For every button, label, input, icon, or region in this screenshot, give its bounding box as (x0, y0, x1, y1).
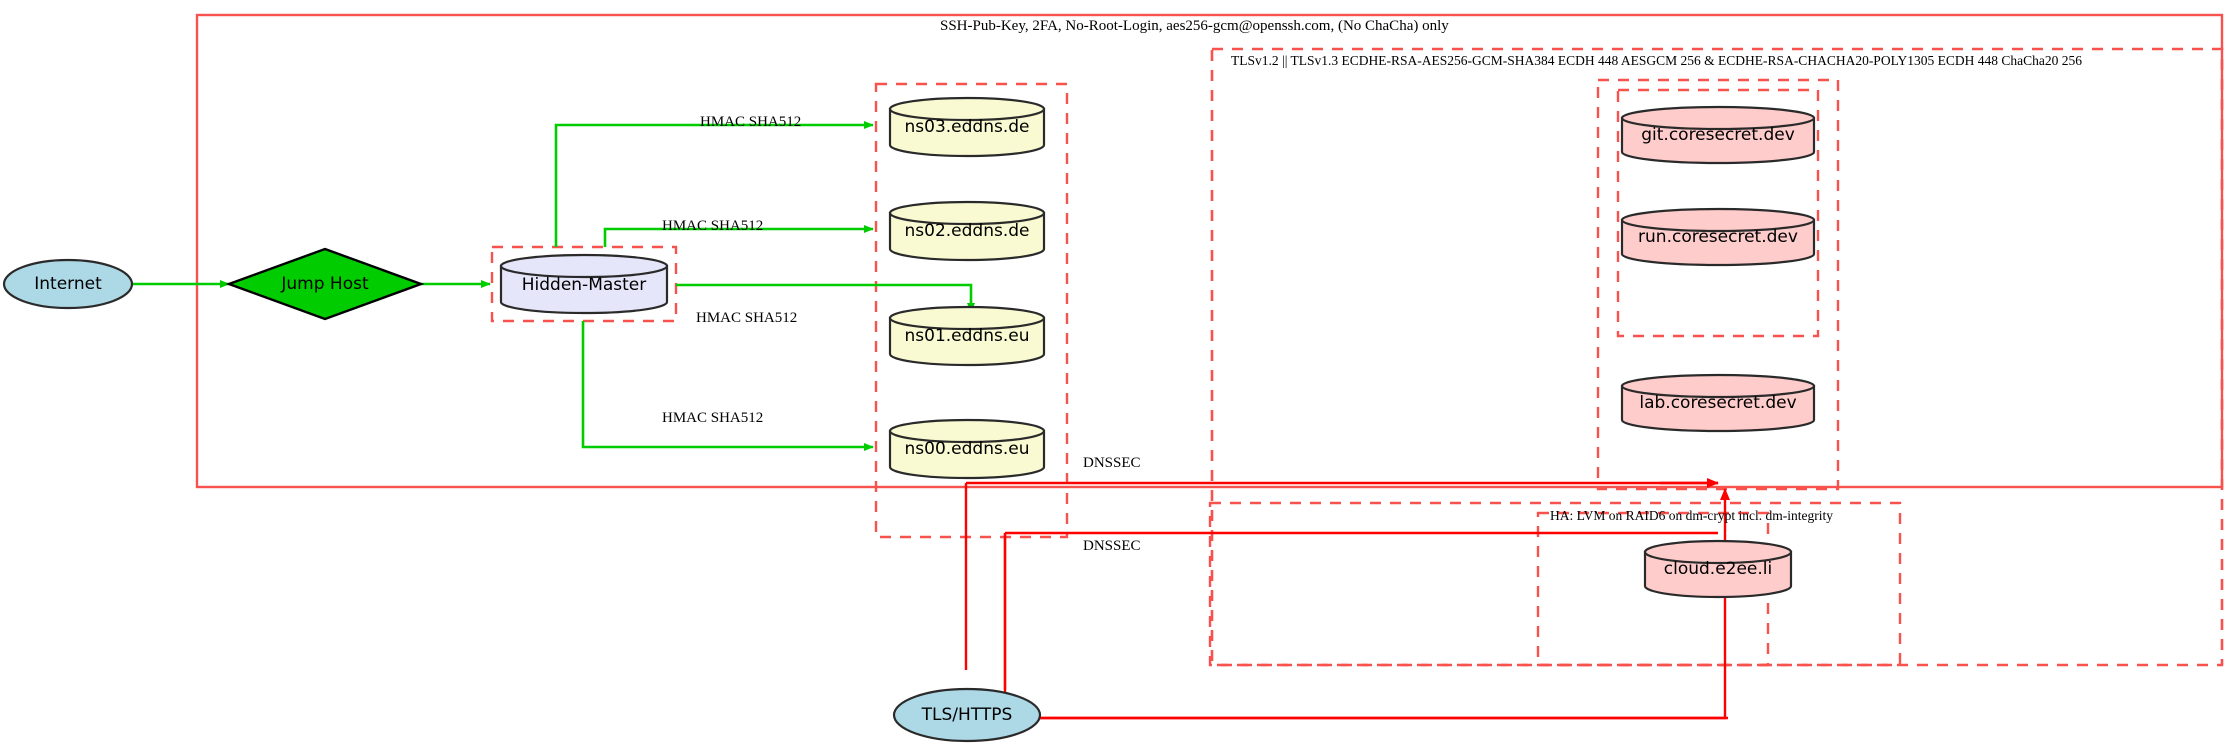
edge-hiddenmaster-to-ns02 (603, 225, 874, 247)
edge-label-dnssec-lower: DNSSEC (1083, 538, 1141, 554)
hit-ns02[interactable] (890, 202, 1044, 260)
node-hidden-master[interactable] (499, 253, 669, 315)
hit-ns01[interactable] (890, 307, 1044, 365)
hit-internet[interactable] (4, 260, 132, 308)
node-cloud-e2ee[interactable] (1643, 539, 1793, 599)
node-lab-coresecret[interactable] (1620, 373, 1816, 433)
edge-label-hmac-ns00: HMAC SHA512 (662, 410, 764, 426)
node-jumphost[interactable] (225, 247, 425, 321)
hit-hidden-master[interactable] (501, 255, 667, 313)
node-internet[interactable] (2, 258, 134, 310)
cluster-ssh-label: SSH-Pub-Key, 2FA, No-Root-Login, aes256-… (940, 18, 1449, 34)
hit-run-coresecret[interactable] (1622, 209, 1814, 265)
node-ns03[interactable] (888, 96, 1046, 158)
edge-tlshttps-to-right (1036, 648, 1727, 720)
edge-hiddenmaster-to-ns00 (581, 321, 874, 451)
node-ns00[interactable] (888, 418, 1046, 480)
edge-label-hmac-ns01: HMAC SHA512 (696, 310, 798, 326)
cluster-ssh-boundary (195, 13, 2224, 489)
node-ns02[interactable] (888, 200, 1046, 262)
hit-tls-https[interactable] (894, 689, 1040, 741)
hit-lab-coresecret[interactable] (1622, 375, 1814, 431)
cluster-ha-label: HA: LVM on RAID6 on dm-crypt incl. dm-in… (1550, 508, 1833, 523)
hit-git-coresecret[interactable] (1622, 107, 1814, 163)
cluster-dns-boundary (874, 82, 1069, 539)
edge-label-dnssec-upper: DNSSEC (1083, 455, 1141, 471)
node-ns01[interactable] (888, 305, 1046, 367)
node-tls-https[interactable] (892, 687, 1042, 743)
cluster-ha-boundary (1208, 501, 1902, 667)
edge-label-hmac-ns02: HMAC SHA512 (662, 218, 764, 234)
hit-ns00[interactable] (890, 420, 1044, 478)
cluster-tls-boundary (1210, 47, 2224, 667)
edge-label-hmac-ns03: HMAC SHA512 (700, 114, 802, 130)
edge-hiddenmaster-to-ns01 (676, 283, 975, 313)
cluster-coresecret-inner-boundary (1616, 88, 1820, 338)
cluster-tls-label: TLSv1.2 || TLSv1.3 ECDHE-RSA-AES256-GCM-… (1231, 53, 2082, 68)
edge-hiddenmaster-to-ns03 (554, 121, 874, 247)
node-run-coresecret[interactable] (1620, 207, 1816, 267)
node-git-coresecret[interactable] (1620, 105, 1816, 165)
hit-ns03[interactable] (890, 98, 1044, 156)
hit-jumphost[interactable] (229, 249, 421, 319)
cluster-coresecret-outer-boundary (1596, 78, 1840, 491)
hit-cloud-e2ee[interactable] (1645, 541, 1791, 597)
